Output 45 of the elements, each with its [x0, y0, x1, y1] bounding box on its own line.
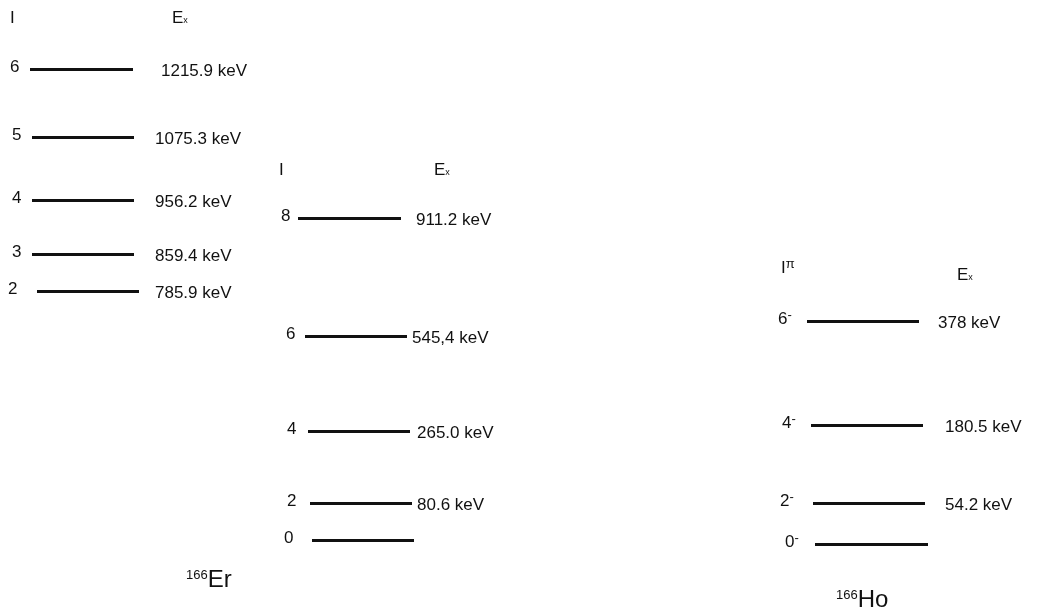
- spin-label: 2: [287, 491, 297, 511]
- energy-level-line: [811, 424, 923, 427]
- spin-label: 3: [12, 242, 22, 262]
- energy-level-line: [298, 217, 401, 220]
- energy-label: 911.2 keV: [416, 210, 492, 230]
- spin-label: 5: [12, 125, 22, 145]
- spin-label: 6: [286, 324, 296, 344]
- column-header: I: [10, 8, 15, 28]
- energy-label: 1075.3 keV: [155, 129, 241, 149]
- energy-level-line: [32, 199, 134, 202]
- spin-label: 2$^{-}$: [780, 491, 794, 511]
- energy-level-line: [305, 335, 407, 338]
- spin-label: 6$^{-}$: [778, 309, 792, 329]
- spin-label: 8: [281, 206, 291, 226]
- spin-label: 2: [8, 279, 18, 299]
- spin-label: 4$^{-}$: [782, 413, 796, 433]
- energy-label: 545,4 keV: [412, 328, 489, 348]
- energy-label: 956.2 keV: [155, 192, 232, 212]
- energy-label: 80.6 keV: [417, 495, 485, 515]
- energy-label: 859.4 keV: [155, 246, 232, 266]
- energy-level-line: [308, 430, 410, 433]
- spin-label: 0: [284, 528, 294, 548]
- energy-level-line: [310, 502, 412, 505]
- energy-label: 54.2 keV: [945, 495, 1013, 515]
- energy-label: 265.0 keV: [417, 423, 494, 443]
- spin-label: 6: [10, 57, 20, 77]
- energy-level-line: [37, 290, 139, 293]
- energy-level-line: [32, 136, 134, 139]
- nucleus-label: $^{166}$Er: [186, 565, 232, 593]
- energy-level-line: [312, 539, 414, 542]
- energy-level-line: [815, 543, 928, 546]
- energy-label: 378 keV: [938, 313, 1001, 333]
- energy-level-line: [30, 68, 133, 71]
- spin-label: 4: [12, 188, 22, 208]
- energy-level-line: [32, 253, 134, 256]
- energy-label: 1215.9 keV: [161, 61, 247, 81]
- energy-label: 785.9 keV: [155, 283, 232, 303]
- column-header: I$^{π}$: [781, 258, 795, 278]
- energy-level-line: [813, 502, 925, 505]
- column-header: I: [279, 160, 284, 180]
- spin-label: 0$^{-}$: [785, 532, 799, 552]
- energy-level-line: [807, 320, 919, 323]
- nucleus-label: $^{166}$Ho: [836, 585, 889, 613]
- energy-label: 180.5 keV: [945, 417, 1022, 437]
- spin-label: 4: [287, 419, 297, 439]
